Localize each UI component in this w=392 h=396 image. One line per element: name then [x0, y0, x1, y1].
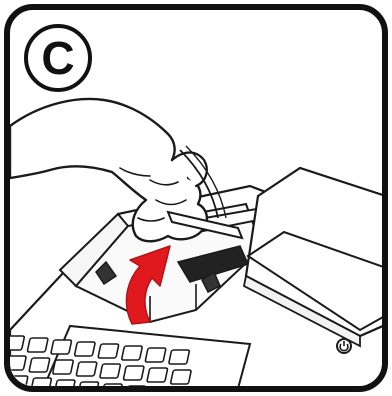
step-badge: C [26, 26, 90, 90]
step-label: C [41, 32, 74, 84]
